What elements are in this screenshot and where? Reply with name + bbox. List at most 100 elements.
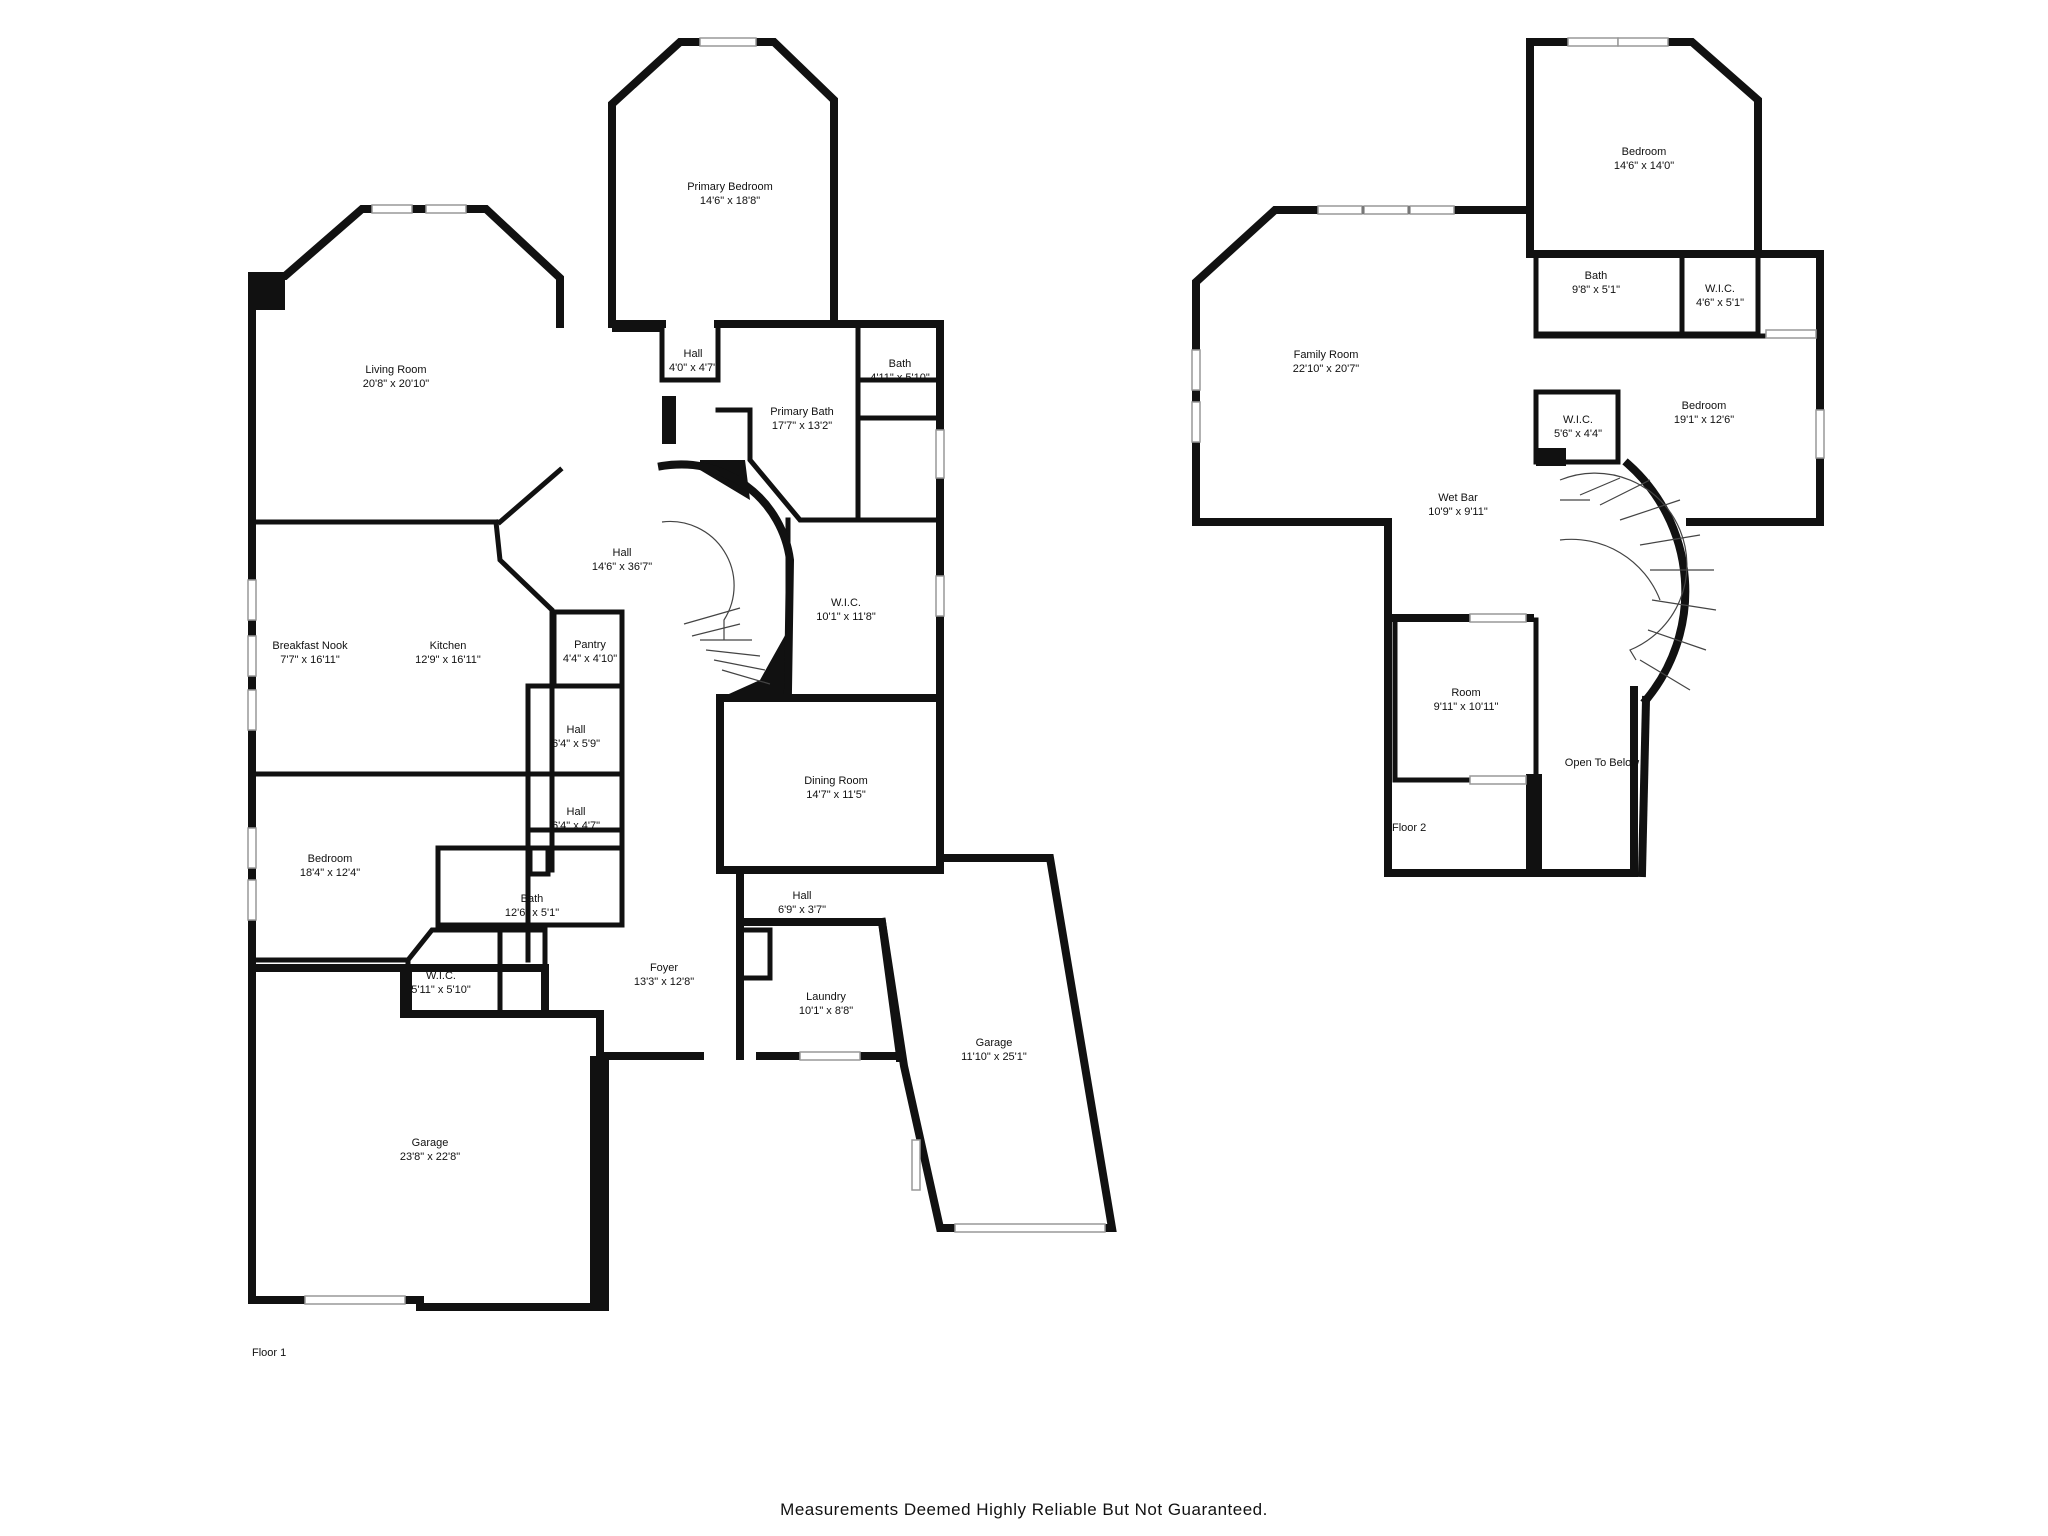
room-dims: 20'8" x 20'10" — [363, 378, 430, 390]
room-label: Primary Bedroom 14'6" x 18'8" — [687, 181, 773, 207]
room-label: Breakfast Nook 7'7" x 16'11" — [272, 640, 348, 666]
room-label: Bath 4'11" x 5'10" — [870, 358, 930, 384]
room-label: W.I.C. 10'1" x 11'8" — [816, 597, 876, 623]
room-name: Bedroom — [1682, 400, 1727, 412]
room-label: Dining Room 14'7" x 11'5" — [804, 775, 868, 801]
room-name: Garage — [976, 1037, 1013, 1049]
room-name: Wet Bar — [1438, 492, 1478, 504]
floor-1-labels: Primary Bedroom 14'6" x 18'8" Living Roo… — [252, 181, 1027, 1359]
floor-2-labels: Bedroom 14'6" x 14'0" Bath 9'8" x 5'1" W… — [1293, 146, 1744, 834]
room-name: Bedroom — [1622, 146, 1667, 158]
room-dims: 5'11" x 5'10" — [411, 984, 471, 996]
floor-1-walls — [248, 38, 1117, 1311]
room-dims: 4'11" x 5'10" — [870, 372, 930, 384]
room-dims: 11'10" x 25'1" — [961, 1051, 1027, 1063]
room-name: Bath — [521, 893, 544, 905]
room-name: Kitchen — [430, 640, 467, 652]
room-label: Garage 23'8" x 22'8" — [400, 1137, 460, 1163]
room-label: Hall 6'4" x 5'9" — [552, 724, 600, 750]
room-name: Pantry — [574, 639, 606, 651]
floor-2-solid-fills — [1536, 448, 1566, 466]
room-label: Bedroom 19'1" x 12'6" — [1674, 400, 1734, 426]
room-label: Bath 12'6" x 5'1" — [505, 893, 559, 919]
room-name: W.I.C. — [1563, 414, 1593, 426]
room-label: Bath 9'8" x 5'1" — [1572, 270, 1620, 296]
room-name: Breakfast Nook — [272, 640, 348, 652]
room-name: Room — [1451, 687, 1480, 699]
floor-label: Floor 2 — [1392, 822, 1426, 834]
room-label: Hall 4'0" x 4'7" — [669, 348, 717, 374]
room-dims: 5'6" x 4'4" — [1554, 428, 1602, 440]
room-label: Primary Bath 17'7" x 13'2" — [770, 406, 834, 432]
room-label: Hall 6'9" x 3'7" — [778, 890, 826, 916]
floor-2-stairs — [1559, 458, 1717, 878]
room-name: Family Room — [1294, 349, 1359, 361]
room-dims: 10'9" x 9'11" — [1428, 506, 1488, 518]
room-label: Hall 14'6" x 36'7" — [592, 547, 652, 573]
room-label: Bedroom 14'6" x 14'0" — [1614, 146, 1674, 172]
room-name: Bath — [889, 358, 912, 370]
room-name: W.I.C. — [426, 970, 456, 982]
room-dims: 6'4" x 5'9" — [552, 738, 600, 750]
room-dims: 9'11" x 10'11" — [1434, 701, 1499, 713]
disclaimer: Measurements Deemed Highly Reliable But … — [780, 1500, 1268, 1519]
room-label: Garage 11'10" x 25'1" — [961, 1037, 1027, 1063]
room-label: Open To Below — [1565, 757, 1639, 769]
room-label: W.I.C. 5'6" x 4'4" — [1554, 414, 1602, 440]
room-dims: 13'3" x 12'8" — [634, 976, 694, 988]
room-label: Living Room 20'8" x 20'10" — [363, 364, 430, 390]
room-dims: 12'6" x 5'1" — [505, 907, 559, 919]
room-dims: 10'1" x 11'8" — [816, 611, 876, 623]
room-label: Family Room 22'10" x 20'7" — [1293, 349, 1360, 375]
room-dims: 19'1" x 12'6" — [1674, 414, 1734, 426]
room-dims: 14'6" x 14'0" — [1614, 160, 1674, 172]
room-dims: 4'6" x 5'1" — [1696, 297, 1744, 309]
room-label: Room 9'11" x 10'11" — [1434, 687, 1499, 713]
room-label: Bedroom 18'4" x 12'4" — [300, 853, 360, 879]
room-dims: 14'6" x 36'7" — [592, 561, 652, 573]
room-dims: 23'8" x 22'8" — [400, 1151, 460, 1163]
room-label: Wet Bar 10'9" x 9'11" — [1428, 492, 1488, 518]
room-name: Hall — [684, 348, 703, 360]
room-dims: 22'10" x 20'7" — [1293, 363, 1360, 375]
room-name: Hall — [793, 890, 812, 902]
room-label: W.I.C. 5'11" x 5'10" — [411, 970, 471, 996]
floor-2-windows — [1191, 37, 1825, 785]
room-name: Bedroom — [308, 853, 353, 865]
floor-1-interior-walls — [249, 321, 943, 1017]
room-name: Laundry — [806, 991, 846, 1003]
room-label: W.I.C. 4'6" x 5'1" — [1696, 283, 1744, 309]
room-name: Bath — [1585, 270, 1608, 282]
room-dims: 18'4" x 12'4" — [300, 867, 360, 879]
room-name: Living Room — [365, 364, 426, 376]
room-label: Foyer 13'3" x 12'8" — [634, 962, 694, 988]
room-name: Primary Bath — [770, 406, 834, 418]
room-dims: 6'9" x 3'7" — [778, 904, 826, 916]
room-label: Hall 6'4" x 4'7" — [552, 806, 600, 832]
room-dims: 4'0" x 4'7" — [669, 362, 717, 374]
room-dims: 7'7" x 16'11" — [280, 654, 340, 666]
room-label: Laundry 10'1" x 8'8" — [799, 991, 853, 1017]
floor-1-solid-fills — [252, 276, 788, 1306]
room-name: Hall — [613, 547, 632, 559]
room-name: Hall — [567, 806, 586, 818]
room-dims: 14'6" x 18'8" — [700, 195, 760, 207]
room-name: Hall — [567, 724, 586, 736]
floor-1-stairs — [657, 460, 795, 695]
room-name: Primary Bedroom — [687, 181, 773, 193]
floor-1-windows — [247, 37, 1106, 1305]
floor-2-walls — [1192, 38, 1824, 877]
room-name: Garage — [412, 1137, 449, 1149]
room-dims: 12'9" x 16'11" — [415, 654, 481, 666]
room-dims: 17'7" x 13'2" — [772, 420, 832, 432]
room-name: Foyer — [650, 962, 678, 974]
room-name: Open To Below — [1565, 757, 1639, 769]
room-dims: 6'4" x 4'7" — [552, 820, 600, 832]
room-dims: 14'7" x 11'5" — [806, 789, 866, 801]
floor-label: Floor 1 — [252, 1347, 286, 1359]
room-name: Dining Room — [804, 775, 868, 787]
room-name: W.I.C. — [1705, 283, 1735, 295]
room-dims: 9'8" x 5'1" — [1572, 284, 1620, 296]
room-dims: 10'1" x 8'8" — [799, 1005, 853, 1017]
